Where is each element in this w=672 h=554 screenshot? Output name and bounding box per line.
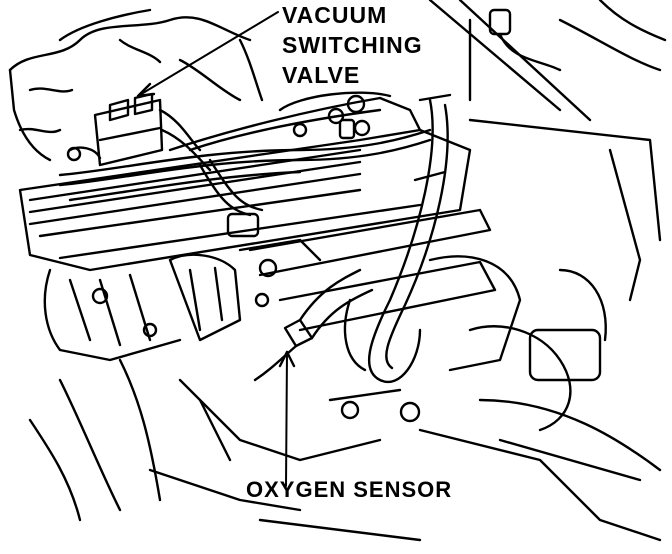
lower-engine [28, 255, 662, 542]
cylinder-head [18, 91, 472, 272]
intake-manifold [43, 238, 322, 362]
label-line-3: VALVE [282, 62, 361, 88]
vacuum-hoses [58, 128, 432, 238]
callout-leaders [136, 11, 296, 487]
vacuum-switching-valve-label: VACUUM SWITCHING VALVE [282, 0, 423, 90]
label-line-2: SWITCHING [282, 32, 423, 58]
heater-hose [343, 93, 452, 384]
background-structure [8, 0, 667, 302]
oxygen-sensor [253, 268, 374, 382]
oxygen-arrowhead [278, 350, 296, 368]
vacuum-leader [137, 11, 279, 97]
oxygen-leader [285, 351, 288, 487]
exhaust-pipe [248, 208, 497, 332]
label-line-1: VACUUM [282, 2, 388, 28]
oxygen-sensor-label: OXYGEN SENSOR [246, 477, 453, 502]
vacuum-arrowhead [136, 82, 156, 98]
vacuum-switching-valve [66, 92, 212, 172]
